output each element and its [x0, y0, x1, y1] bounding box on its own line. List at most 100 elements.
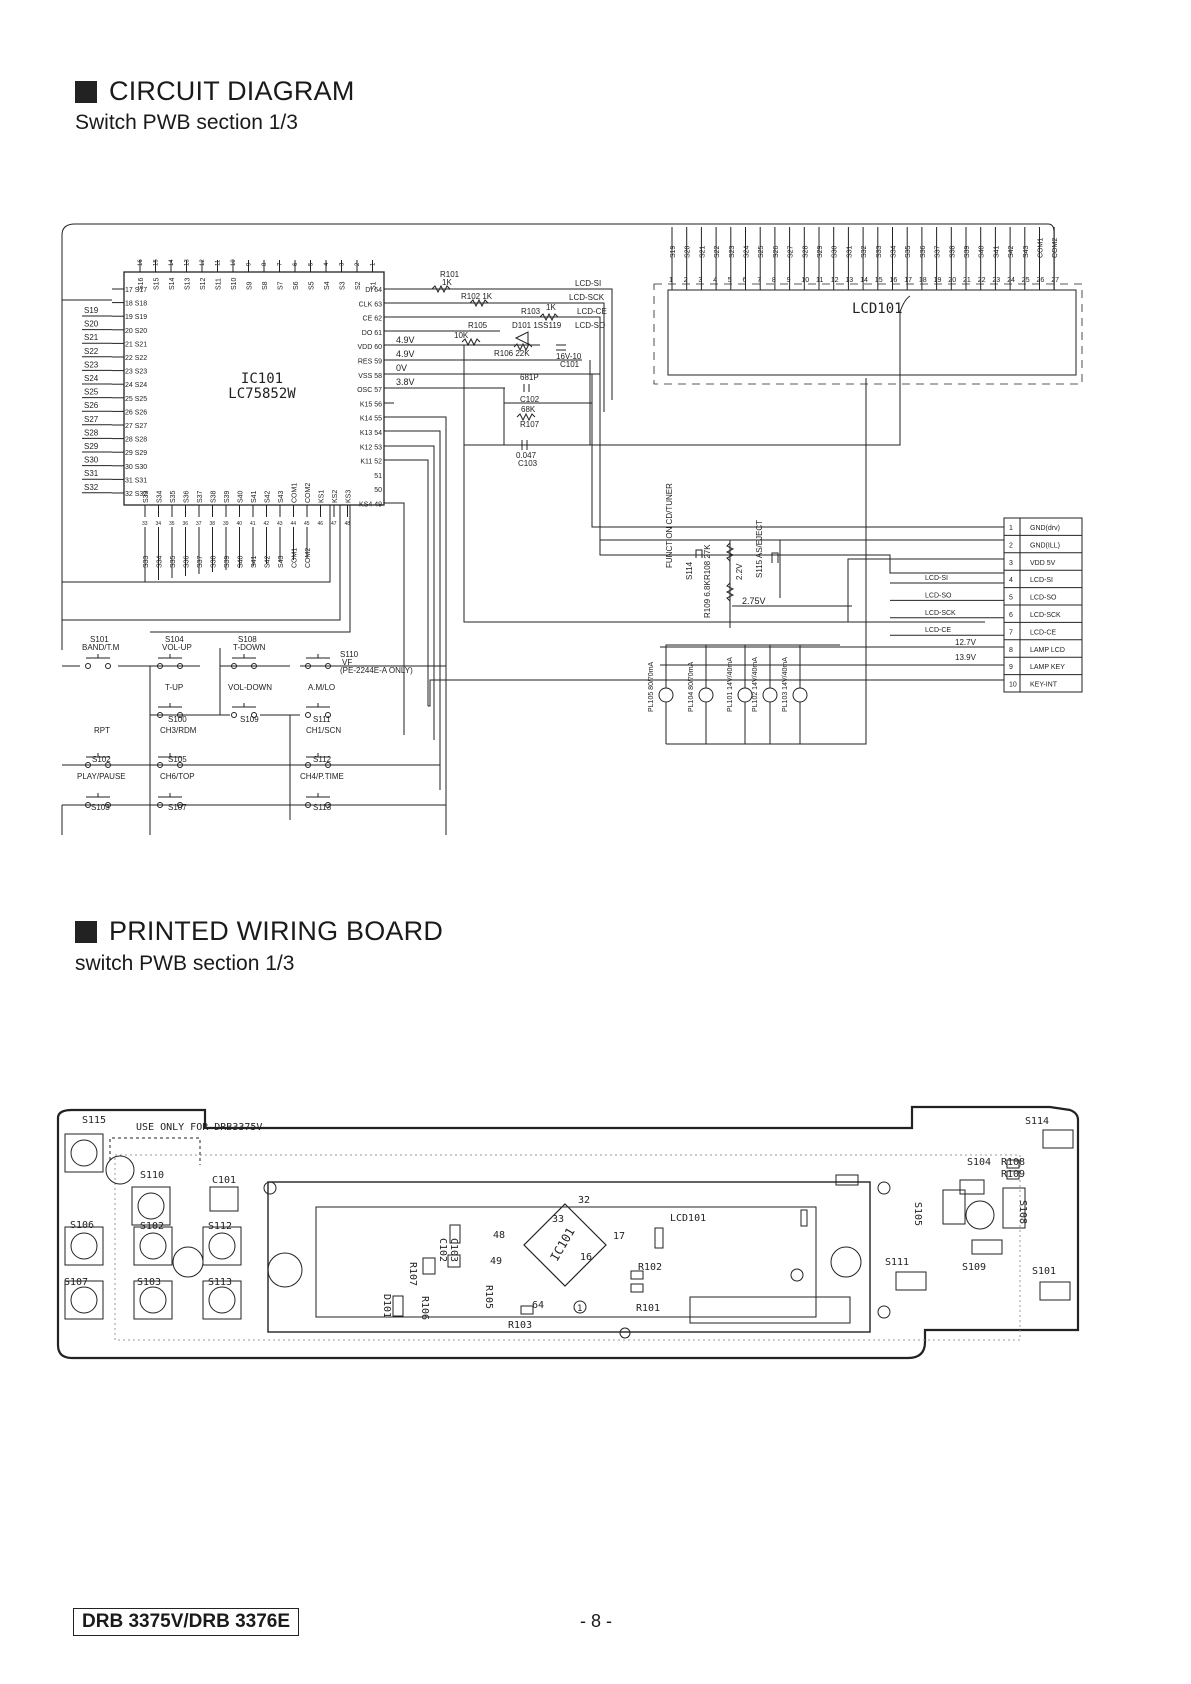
c102-symbol [523, 384, 530, 392]
ic-top-pin-number: 9 [247, 262, 253, 266]
c103-ref: C103 [518, 459, 538, 468]
ic-left-net-label: S29 [84, 442, 99, 451]
s102-fn: RPT [94, 726, 110, 735]
s114-symbol [695, 549, 703, 558]
ic-bottom-pin-number: 47 [331, 521, 337, 527]
ic-left-pin-label: 29 S29 [125, 450, 147, 457]
ic-bottom-net-label: COM2 [305, 548, 312, 568]
connector-pin-number: 3 [1009, 560, 1013, 567]
ic-top-pin-number: 15 [154, 259, 160, 266]
net-vdd5 [464, 558, 1004, 623]
ic-bottom-net-label: S39 [224, 555, 231, 568]
lcd-pin-number: 16 [890, 277, 898, 284]
lcd-pin-number: 5 [728, 277, 732, 284]
ic-top-pin-number: 12 [200, 259, 206, 266]
s114-ref: S114 [685, 561, 694, 580]
lcd-pin-number: 27 [1051, 277, 1059, 284]
s113-fn: CH4/P.TIME [300, 772, 344, 781]
pwb-part-a [447, 1254, 461, 1268]
r106-zigzag [513, 342, 533, 352]
pwb-s103: S103 [137, 1277, 161, 1288]
ic-right-pin-label: K14 55 [360, 416, 382, 423]
ic-top-pin-number: 8 [262, 262, 268, 266]
pwb-lcd-inner [315, 1206, 817, 1318]
ic-left-net-label: S23 [84, 360, 99, 369]
lamp-bus-top [665, 644, 840, 647]
r107-zigzag [516, 412, 536, 422]
s112-ref: S112 [313, 755, 332, 764]
lcd-seg-label: S26 [773, 245, 780, 258]
lcd-pin-number: 6 [743, 277, 747, 284]
lcd-seg-label: S19 [670, 245, 677, 258]
switch-actuator-icon [306, 753, 330, 758]
ic-top-pin-label: S1 [371, 281, 378, 290]
pwb-switch-pad [1042, 1129, 1074, 1149]
s110-fn: VF [342, 658, 352, 667]
switch-actuator-icon [158, 753, 182, 758]
pwb-tact-switch [64, 1226, 104, 1266]
lcd-seg-label: S33 [876, 245, 883, 258]
ic-left-pin-label: 19 S19 [125, 314, 147, 321]
r103-value: 1K [546, 303, 556, 312]
ic-top-pin-number: 13 [185, 259, 191, 266]
pwb-s107: S107 [64, 1277, 88, 1288]
lcd-pin-number: 23 [992, 277, 1000, 284]
s115-label: S115 AS/EJECT [755, 520, 764, 578]
pwb-ic101 [523, 1203, 607, 1287]
lcd-seg-label: S43 [1023, 245, 1030, 258]
mid-wire [680, 539, 852, 628]
ic-bottom-pin-label: S37 [197, 490, 204, 503]
sw-wire-3 [62, 505, 341, 621]
ic-top-pin-number: 3 [340, 262, 346, 266]
connector-pin-number: 9 [1009, 664, 1013, 671]
net-k12 [384, 445, 435, 740]
pwb-tact-switch [133, 1226, 173, 1266]
r107-ref: R107 [520, 420, 540, 429]
lcd-pin-number: 1 [669, 277, 673, 284]
pwb-tact-switch-button [208, 1286, 236, 1314]
pwb-d101: D101 [381, 1294, 392, 1318]
lcd-seg-label: S25 [758, 245, 765, 258]
net-ks4 [384, 502, 405, 735]
s114-function-label: FUNCTION CD/TUNER [665, 483, 674, 568]
ic-bottom-pin-label: S35 [170, 490, 177, 503]
pwb-transistor-right [830, 1246, 862, 1278]
ic-bottom-pin-number: 34 [156, 521, 162, 527]
pwb-part-i [800, 1209, 808, 1227]
c103-symbol [521, 440, 528, 450]
switch-contact-icon [105, 802, 111, 808]
switch-actuator-icon [86, 753, 110, 758]
pwb-p49: 49 [490, 1256, 502, 1267]
connector-pin-label: LCD-CE [1030, 629, 1056, 636]
ic-bottom-net-label: S40 [238, 555, 245, 568]
pwb-part-h [654, 1227, 664, 1249]
ic-top-pin-label: S2 [355, 281, 362, 290]
s110-ref: S110 [340, 650, 359, 659]
pwb-s115: S115 [82, 1115, 106, 1126]
lcd-seg-label: S21 [699, 245, 706, 258]
pwb-pin1-circle [573, 1300, 587, 1314]
pwb-d101-body [392, 1295, 404, 1317]
lcd-seg-label: S39 [964, 245, 971, 258]
ic-right-pin-label: VDD 60 [357, 344, 382, 351]
lcd-pin-number: 13 [845, 277, 853, 284]
ic-top-pin-number: 4 [324, 262, 330, 266]
lcd-pin-number: 2 [684, 277, 688, 284]
circuit-diagram-title: CIRCUIT DIAGRAM [75, 76, 355, 107]
r102-label: R102 1K [461, 292, 493, 301]
switch-contact-icon [305, 663, 311, 669]
pwb-pot [965, 1200, 995, 1230]
pwb-c102: C102 [437, 1238, 448, 1262]
ic-top-pin-number: 2 [355, 262, 361, 266]
pwb-part-c [630, 1270, 644, 1280]
lcd-pin-number: 22 [978, 277, 986, 284]
switch-actuator-icon [232, 703, 256, 708]
c101-ref: C101 [560, 360, 580, 369]
v275-label: 2.75V [742, 596, 766, 606]
ic-left-pin-label: 18 S18 [125, 301, 147, 308]
pwb-s102: S102 [140, 1221, 164, 1232]
pwb-lcd-outline [267, 1181, 871, 1333]
switch-contact-icon [231, 712, 237, 718]
lcd-si-label: LCD-SI [575, 279, 601, 288]
lcd-seg-label: COM2 [1052, 238, 1059, 258]
